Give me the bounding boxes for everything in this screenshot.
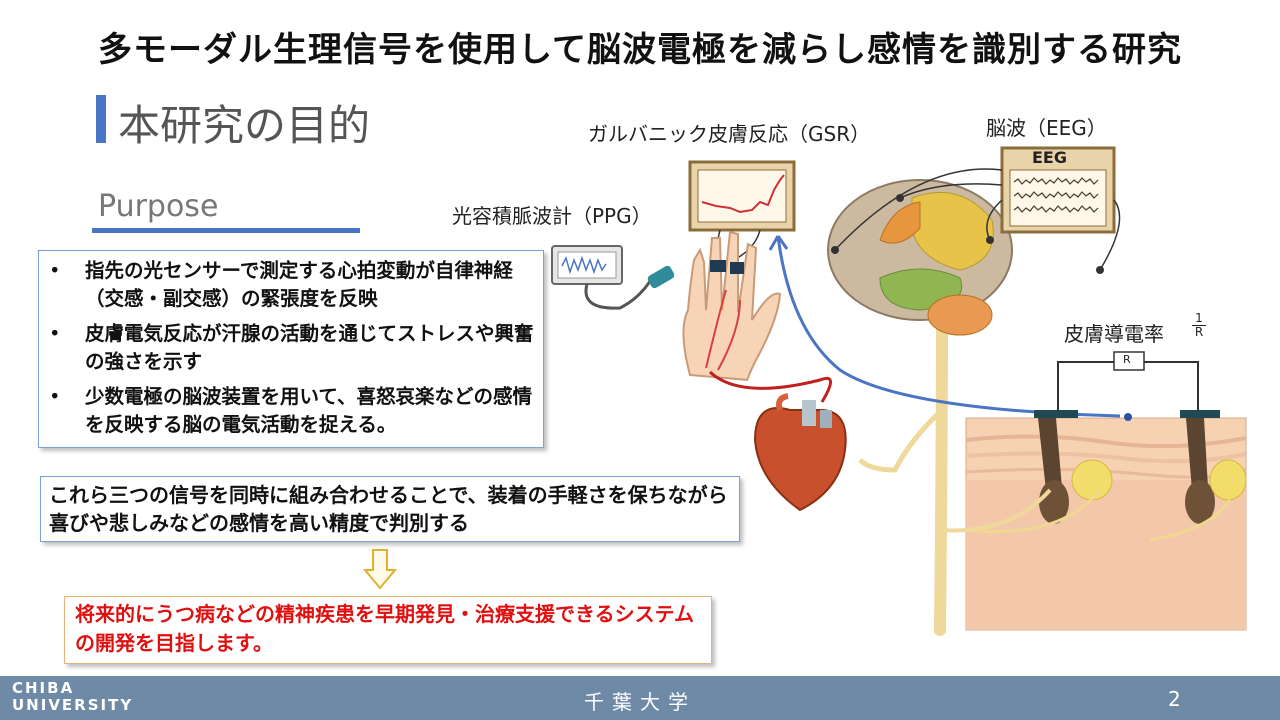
ppg-device-illustration (551, 245, 675, 310)
conductance-fraction: 1 R (1192, 312, 1206, 339)
summary-box: これら三つの信号を同時に組み合わせることで、装着の手軽さを保ちながら喜びや悲しみ… (40, 476, 740, 542)
eeg-label: 脳波（EEG） (986, 116, 1107, 140)
university-logo: CHIBA UNIVERSITY (12, 680, 133, 714)
bullet-list-box: • 指先の光センサーで測定する心拍変動が自律神経（交感・副交感）の緊張度を反映 … (38, 250, 544, 448)
bullet-text: 少数電極の脳波装置を用いて、喜怒哀楽などの感情を反映する脳の電気活動を捉える。 (85, 385, 532, 436)
subheading-underline (92, 228, 360, 233)
page-number: 2 (1168, 687, 1181, 711)
hand-illustration (682, 230, 782, 381)
eeg-device-illustration (831, 146, 1121, 274)
gsr-label: ガルバニック皮膚反応（GSR） (588, 122, 871, 146)
bullet-marker: • (49, 322, 61, 345)
logo-line1: CHIBA (12, 679, 75, 697)
down-arrow-icon (362, 549, 398, 590)
bullet-marker: • (49, 259, 61, 282)
gsr-monitor-illustration (688, 160, 796, 263)
physiology-diagram: ガルバニック皮膚反応（GSR） 脳波（EEG） EEG 光容積脈波計（PPG） … (452, 110, 1280, 670)
spinal-cord-illustration (934, 309, 948, 636)
section-subheading: Purpose (98, 189, 219, 224)
main-title: 多モーダル生理信号を使用して脳波電極を減らし感情を識別する研究 (98, 30, 1182, 70)
skin-conductance-label: 皮膚導電率 (1064, 322, 1164, 346)
fraction-numerator: 1 (1192, 312, 1206, 326)
logo-line2: UNIVERSITY (12, 696, 134, 714)
conductance-circuit (1034, 351, 1220, 418)
bullet-item-ppg: • 指先の光センサーで測定する心拍変動が自律神経（交感・副交感）の緊張度を反映 (45, 257, 537, 313)
goal-box: 将来的にうつ病などの精神疾患を早期発見・治療支援できるシステムの開発を目指します… (64, 596, 712, 664)
section-accent-bar (96, 95, 106, 143)
bullet-item-eeg: • 少数電極の脳波装置を用いて、喜怒哀楽などの感情を反映する脳の電気活動を捉える… (45, 383, 537, 439)
bullet-marker: • (49, 385, 61, 408)
skin-cross-section-illustration (965, 417, 1247, 631)
eeg-screen-text: EEG (1032, 148, 1067, 167)
footer-bar (0, 676, 1280, 720)
resistor-label: R (1123, 353, 1131, 366)
brain-illustration (827, 179, 1013, 336)
bullet-text: 指先の光センサーで測定する心拍変動が自律神経（交感・副交感）の緊張度を反映 (85, 259, 513, 310)
bullet-item-gsr: • 皮膚電気反応が汗腺の活動を通じてストレスや興奮の強さを示す (45, 320, 537, 376)
section-heading: 本研究の目的 (118, 101, 371, 150)
fraction-denominator: R (1194, 325, 1204, 339)
heart-illustration (753, 393, 847, 512)
bullet-text: 皮膚電気反応が汗腺の活動を通じてストレスや興奮の強さを示す (85, 322, 534, 373)
ppg-label: 光容積脈波計（PPG） (452, 204, 652, 228)
footer-university-name: 千葉大学 (584, 690, 696, 714)
